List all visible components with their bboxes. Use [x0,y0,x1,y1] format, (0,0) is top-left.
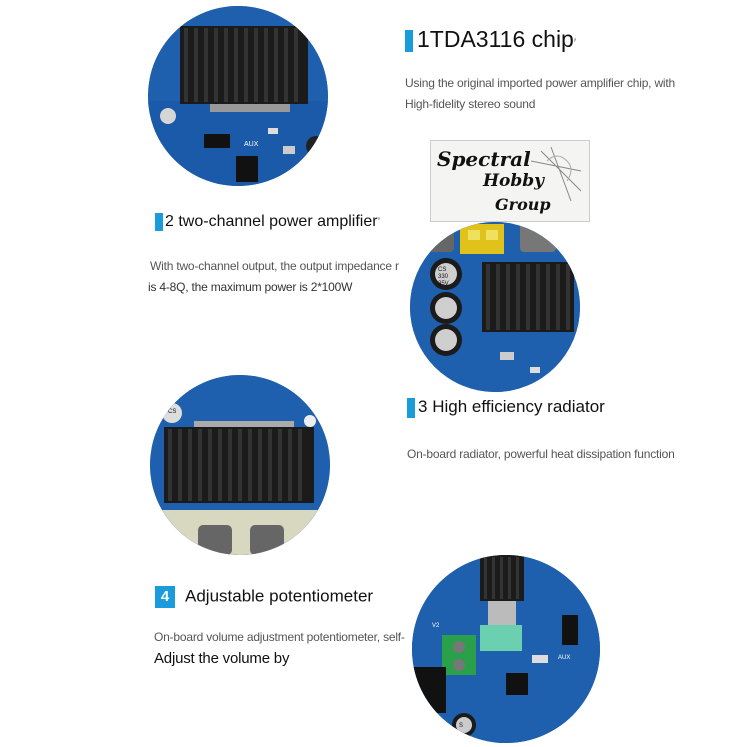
section-1-tail: ′ [573,36,577,50]
section-3-heading: 3 High efficiency radiator [407,397,605,418]
board-photo-amplifier: CS 330 35V [410,222,580,392]
radiator-cap-label: CS [168,409,176,415]
section-4-desc-line-1: On-board volume adjustment potentiometer… [154,630,405,644]
section-3-title: High efficiency radiator [432,397,605,416]
section-1-desc-line-2: High-fidelity stereo sound [405,97,536,111]
section-2-tail: ʼ [377,215,381,230]
section-2-heading: 2 two-channel power amplifierʼ [155,213,380,231]
logo-line-2: Hobby [483,171,545,191]
capacitor-label-330: 330 [438,274,449,280]
logo-line-1: Spectral [437,147,531,171]
section-2-title: two-channel power amplifier [178,213,378,231]
section-4-title: Adjustable potentiometer [185,586,374,606]
capacitor-label-cs: CS [438,267,446,273]
section-2-desc-line-2: is 4-8Q, the maximum power is 2*100W [148,280,353,294]
section-3-bar [407,397,415,418]
section-4-heading: 4 Adjustable potentiometer [155,586,373,608]
section-1-heading: 1TDA3116 chip′ [405,26,576,53]
section-4-number: 4 [160,588,170,605]
section-1-bar [405,29,413,52]
pot-aux-label: AUX [558,655,570,661]
section-4-desc-line-2: Adjust the volume by [154,650,290,667]
section-2-number: 2 [165,213,174,231]
section-1-title: TDA3116 chip [429,26,574,52]
section-2-desc-line-1: With two-channel output, the output impe… [150,259,399,273]
section-1-desc-line-1: Using the original imported power amplif… [405,76,675,90]
section-3-number: 3 [418,397,428,416]
logo-line-3: Group [495,195,551,214]
board-photo-radiator: CS [150,375,330,555]
section-2-bar [155,213,163,231]
aux-label: AUX [244,141,259,148]
section-1-number: 1 [417,26,430,52]
section-3-desc-line-1: On-board radiator, powerful heat dissipa… [407,447,675,461]
spectral-hobby-group-logo: Spectral Hobby Group [430,140,590,222]
v2-label: V2 [432,623,440,629]
section-4-badge: 4 [155,586,175,608]
capacitor-label-35v: 35V [438,281,449,287]
board-photo-potentiometer: S V2 AUX [412,555,600,743]
pot-cap-label: S [459,723,463,729]
board-photo-chip: AUX [148,6,328,186]
